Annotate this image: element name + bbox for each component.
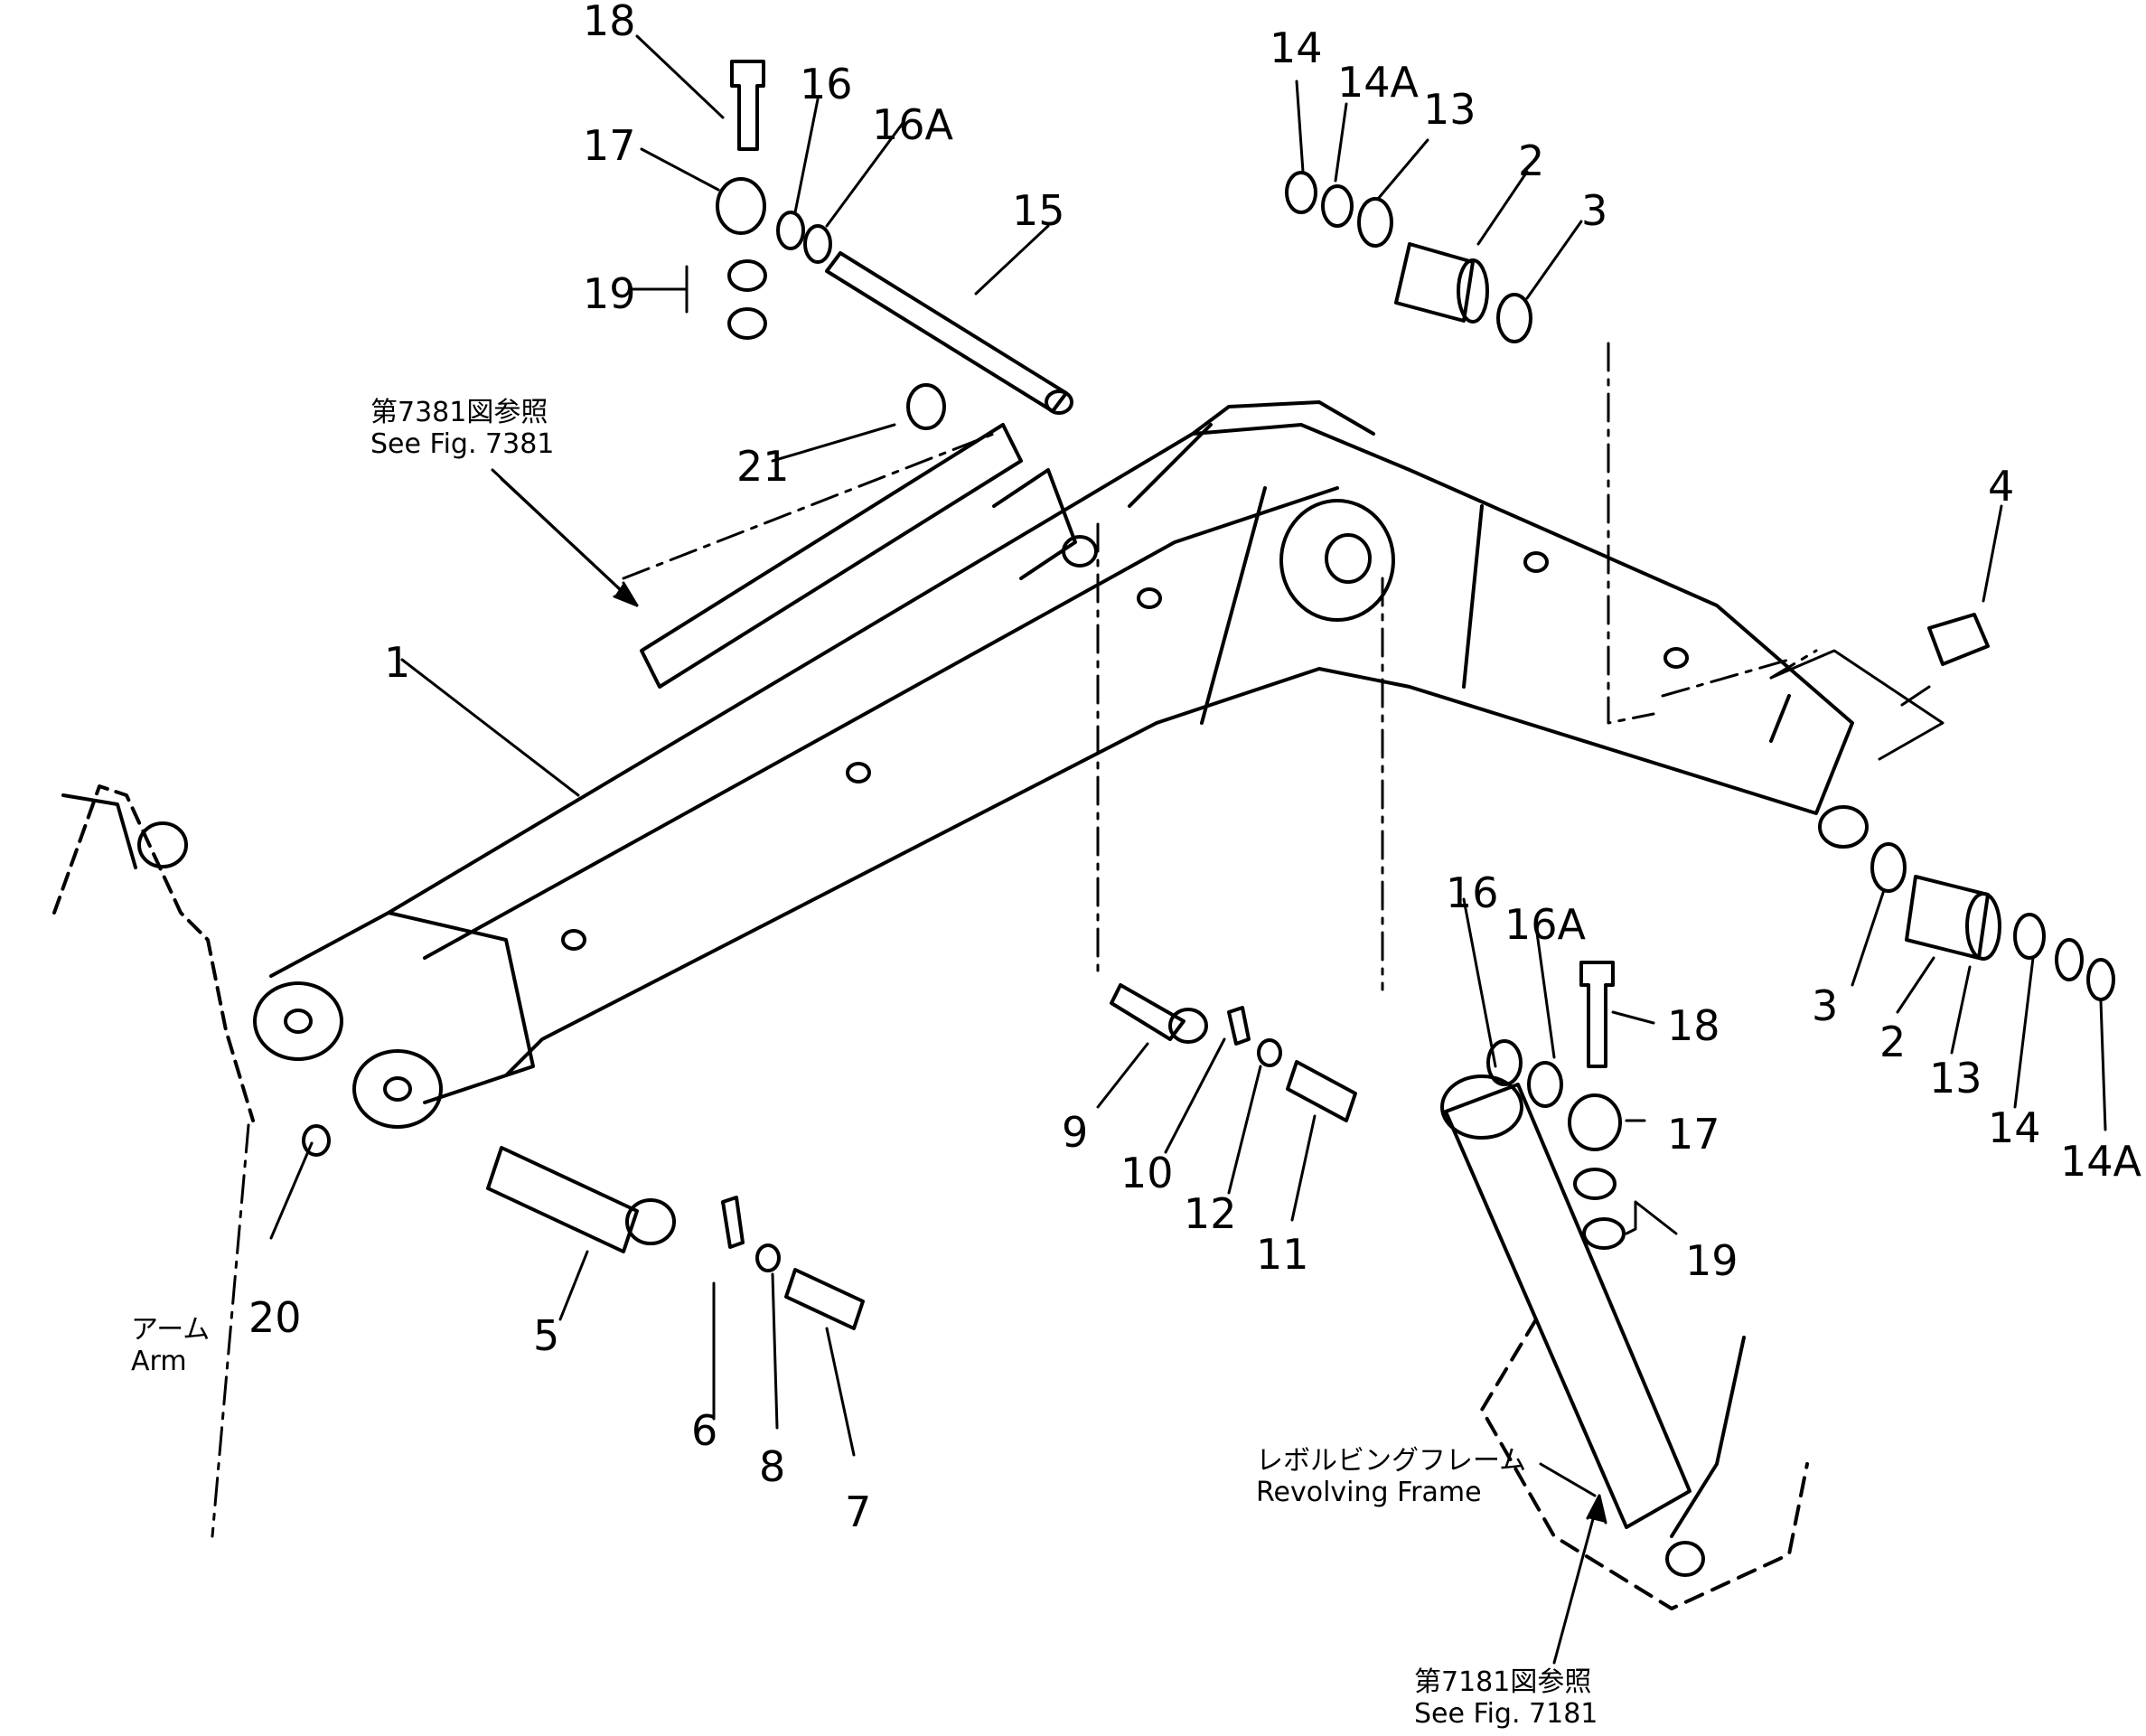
bushing-2-upper <box>1394 242 1489 324</box>
callout-8: 8 <box>759 1442 786 1491</box>
note-frame-en: Revolving Frame <box>1256 1476 1482 1508</box>
pin-9 <box>1110 983 1208 1044</box>
note-fig7181-jp: 第7181図参照 <box>1414 1666 1592 1698</box>
bolts-and-collars <box>716 60 1990 1330</box>
callout-5: 5 <box>533 1311 560 1360</box>
note-see-fig-7381: 第7381図参照 See Fig. 7381 <box>370 397 555 460</box>
callout-14a-top: 14A <box>1337 58 1420 107</box>
callout-9: 9 <box>1062 1108 1089 1157</box>
callout-16a-right: 16A <box>1504 900 1587 949</box>
callout-16a-top: 16A <box>872 100 954 149</box>
callout-16-right: 16 <box>1446 868 1499 917</box>
callout-11: 11 <box>1256 1230 1309 1279</box>
note-fig7381-jp: 第7381図参照 <box>370 397 548 428</box>
callout-14-top: 14 <box>1270 23 1323 72</box>
note-arm-jp: アーム <box>131 1314 211 1346</box>
note-revolving-frame: レボルビングフレーム Revolving Frame <box>1256 1445 1527 1508</box>
callout-10: 10 <box>1120 1149 1174 1197</box>
callout-14-right: 14 <box>1988 1103 2041 1152</box>
callout-2-right: 2 <box>1879 1018 1907 1066</box>
reference-arrows <box>500 477 1607 1665</box>
callout-4-top: 4 <box>1988 462 2015 511</box>
callout-19-right: 19 <box>1685 1236 1738 1285</box>
callout-17-top: 17 <box>583 121 636 170</box>
pin-15 <box>825 251 1073 415</box>
callout-1: 1 <box>384 638 411 687</box>
callout-13-top: 13 <box>1423 85 1476 134</box>
cylinder-bracket <box>992 468 1098 580</box>
boom-body <box>387 400 1869 1077</box>
callout-6: 6 <box>691 1406 718 1455</box>
revolving-frame-outline <box>1480 1318 1809 1610</box>
note-frame-jp: レボルビングフレーム <box>1256 1445 1527 1477</box>
grease-fitting-4 <box>1769 649 1945 761</box>
callout-18-top: 18 <box>583 0 636 45</box>
callout-14a-right: 14A <box>2060 1137 2142 1186</box>
callout-16-top: 16 <box>800 60 853 108</box>
boom-foot-bracket <box>253 911 535 1129</box>
callout-13-right: 13 <box>1929 1054 1982 1103</box>
callout-7: 7 <box>845 1487 872 1536</box>
bushing-2-lower <box>1905 875 2001 961</box>
callout-20: 20 <box>248 1293 302 1342</box>
washers-and-seals <box>302 171 2115 1272</box>
arm-cylinder-rod <box>640 423 1023 689</box>
leader-lines <box>269 34 2107 1497</box>
callout-12: 12 <box>1184 1189 1237 1238</box>
callout-2-top: 2 <box>1518 136 1545 185</box>
boom-cylinder <box>1440 1074 1691 1529</box>
callout-21-top: 21 <box>736 442 790 491</box>
note-fig7181-en: See Fig. 7181 <box>1414 1697 1598 1730</box>
callout-3-right: 3 <box>1812 981 1839 1030</box>
note-arm: アーム Arm <box>131 1314 211 1377</box>
arm-outline <box>52 784 255 1122</box>
callout-3-top: 3 <box>1581 186 1608 235</box>
note-arm-en: Arm <box>131 1345 187 1377</box>
callout-18-right: 18 <box>1667 1001 1720 1050</box>
callout-15-top: 15 <box>1012 186 1065 235</box>
note-fig7381-en: See Fig. 7381 <box>370 427 555 460</box>
callout-17-right: 17 <box>1667 1110 1720 1159</box>
callout-19-top: 19 <box>583 269 636 318</box>
note-see-fig-7181: 第7181図参照 See Fig. 7181 <box>1414 1666 1598 1730</box>
pin-5 <box>486 1146 676 1253</box>
